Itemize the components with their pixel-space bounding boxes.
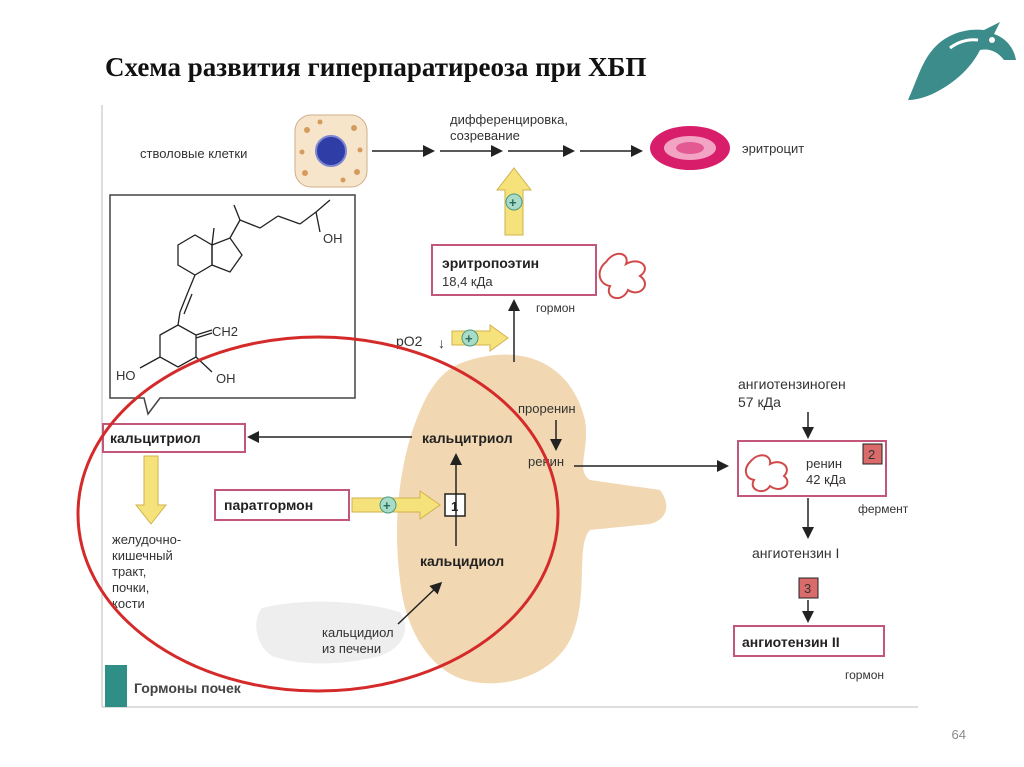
- renin-box-name: ренин: [806, 456, 842, 471]
- angiotensin-2-label: ангиотензин II: [742, 634, 840, 650]
- po2-label: pO2: [396, 333, 423, 349]
- epo-hormone-label: гормон: [536, 301, 575, 315]
- step-3-box: [798, 577, 819, 599]
- enzyme-label: фермент: [858, 502, 909, 516]
- angiotensin-2-hormone-label: гормон: [845, 668, 884, 682]
- epo-protein-icon: [598, 252, 646, 300]
- renin-box: [737, 440, 887, 497]
- svg-text:+: +: [509, 195, 517, 210]
- plus-icon-pth: [379, 496, 397, 514]
- differentiation-label: дифференцировка,: [450, 112, 568, 127]
- step-2-label: 2: [868, 447, 875, 462]
- highlight-circle: [76, 335, 560, 693]
- target-organ-4: почки,: [112, 580, 149, 595]
- slide-title: Схема развития гиперпаратиреоза при ХБП: [105, 52, 647, 82]
- oh-label-bottom: OH: [216, 371, 236, 386]
- stem-cells-label: стволовые клетки: [140, 146, 247, 161]
- ho-label: HO: [116, 368, 136, 383]
- erythropoietin-name: эритропоэтин: [442, 255, 539, 271]
- target-organ-1: желудочно-: [112, 532, 181, 547]
- plus-icon-po2: [461, 329, 479, 347]
- target-organ-5: кости: [112, 596, 145, 611]
- calcidiol-liver-label-2: из печени: [322, 641, 381, 656]
- angiotensinogen-label: ангиотензиноген: [738, 376, 846, 392]
- erythropoietin-mass: 18,4 кДа: [442, 274, 493, 289]
- erythropoietin-box: [431, 244, 597, 296]
- horse-logo-icon: [908, 22, 1016, 100]
- structure-callout: [109, 194, 356, 416]
- calcitriol-box-label: кальцитриол: [110, 430, 201, 446]
- renin-box-mass: 42 кДа: [806, 472, 847, 487]
- kidney-shape: [397, 354, 667, 684]
- erythrocyte-label: эритроцит: [742, 141, 804, 156]
- svg-text:+: +: [383, 498, 391, 513]
- angiotensinogen-mass: 57 кДа: [738, 394, 781, 410]
- page-number: 64: [951, 727, 966, 742]
- parathormone-label: паратгормон: [224, 497, 313, 513]
- maturation-label: созревание: [450, 128, 520, 143]
- plus-icon: [505, 193, 523, 211]
- step-1-box: [444, 493, 466, 517]
- svg-text:+: +: [465, 331, 473, 346]
- calcidiol-label: кальцидиол: [420, 553, 504, 569]
- target-organ-3: тракт,: [112, 564, 146, 579]
- svg-text:↓: ↓: [438, 335, 445, 351]
- erythrocyte-cell: [650, 126, 730, 170]
- angiotensin-2-box: [733, 625, 885, 657]
- stem-cell: [294, 114, 368, 188]
- footer-label: Гормоны почек: [134, 680, 241, 696]
- step-3-label: 3: [804, 581, 811, 596]
- renin-protein-icon: [744, 454, 789, 493]
- angiotensin-1-label: ангиотензин I: [752, 545, 839, 561]
- target-organ-2: кишечный: [112, 548, 173, 563]
- parathormone-box: [214, 489, 350, 521]
- calcidiol-liver-label-1: кальцидиол: [322, 625, 394, 640]
- oh-label-top: OH: [323, 231, 343, 246]
- ch2-label: CH2: [212, 324, 238, 339]
- step-2-box: [862, 443, 883, 465]
- step-1-label: 1: [451, 499, 458, 514]
- footer-bar: [105, 665, 127, 707]
- calcitriol-down-arrow: [134, 455, 168, 525]
- liver-shape: [256, 601, 406, 664]
- prorenin-label: проренин: [518, 401, 576, 416]
- calcitriol-kidney-label: кальцитриол: [422, 430, 513, 446]
- po2-arrow: [451, 324, 509, 352]
